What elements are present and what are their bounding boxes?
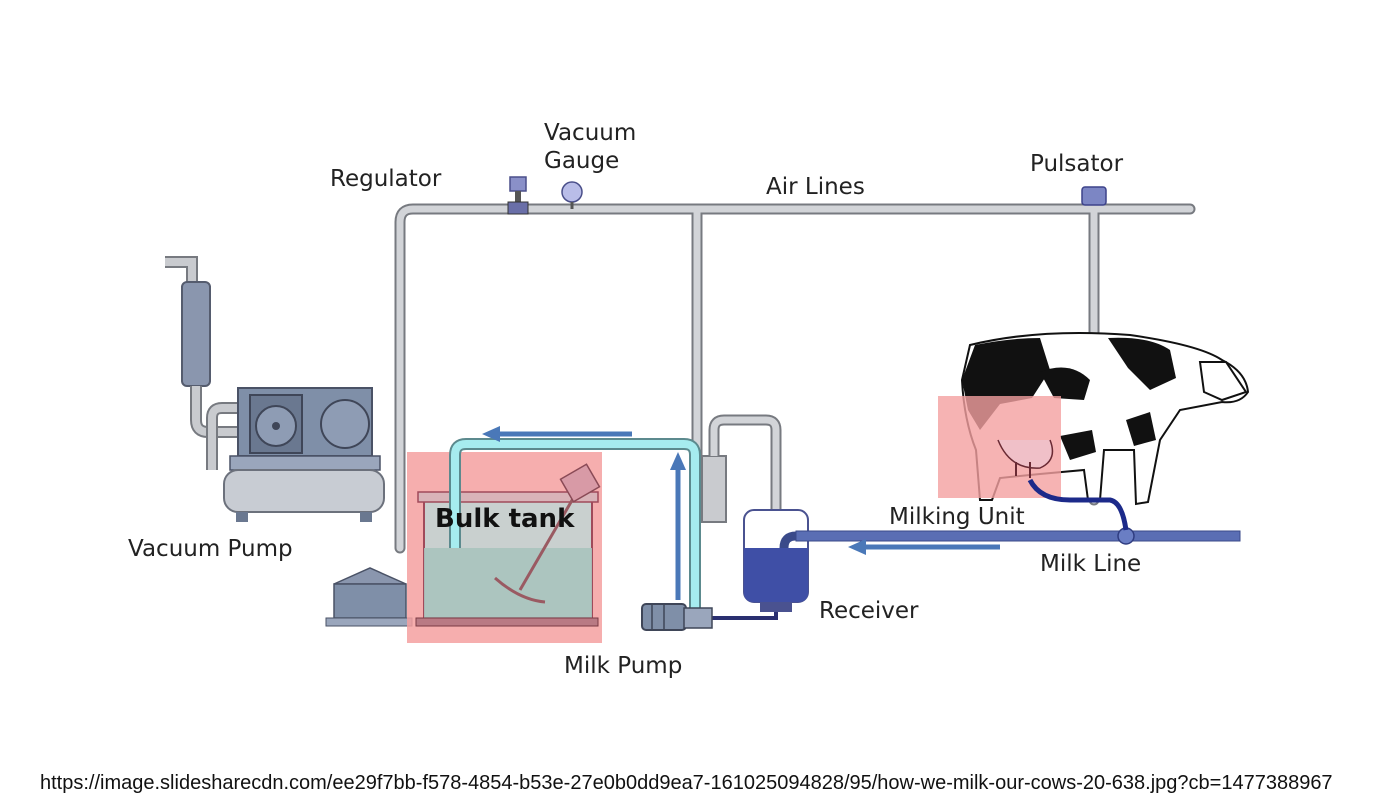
pulsator-label: Pulsator [1030, 151, 1124, 177]
milk-pump-label: Milk Pump [564, 653, 683, 679]
pulsator-device [1081, 186, 1107, 206]
bulk-tank-label: Bulk tank [435, 504, 575, 534]
regulator-label: Regulator [330, 166, 442, 192]
vacuum-gauge [561, 181, 583, 209]
milk-line-pipe [779, 527, 1241, 549]
source-url-caption: https://image.slidesharecdn.com/ee29f7bb… [40, 772, 1333, 794]
milk-line-label: Milk Line [1040, 551, 1142, 577]
milking-unit-hose [1027, 478, 1129, 531]
milk-pump [641, 603, 713, 631]
vacuum-pump-machine [165, 256, 385, 522]
milking-unit-label: Milking Unit [889, 504, 1025, 530]
arrow-milk-line [848, 539, 1000, 555]
regulator-valve [507, 176, 529, 215]
air-lines-label: Air Lines [766, 174, 865, 200]
vacuum-gauge-label: Vacuum Gauge [544, 120, 636, 175]
flow-arrows [482, 426, 1000, 600]
arrow-to-bulk-tank [482, 426, 632, 442]
vacuum-pump-label: Vacuum Pump [128, 536, 293, 562]
receiver-label: Receiver [819, 598, 919, 624]
vacuum-gauge-label-line1: Vacuum [544, 120, 637, 146]
arrow-up-milk-pipe [670, 452, 686, 600]
receiver-jar [700, 414, 809, 620]
vacuum-gauge-label-line2: Gauge [544, 147, 620, 174]
udder [997, 439, 1054, 478]
storage-shed [325, 567, 413, 627]
milk-delivery-pipe [449, 438, 701, 626]
